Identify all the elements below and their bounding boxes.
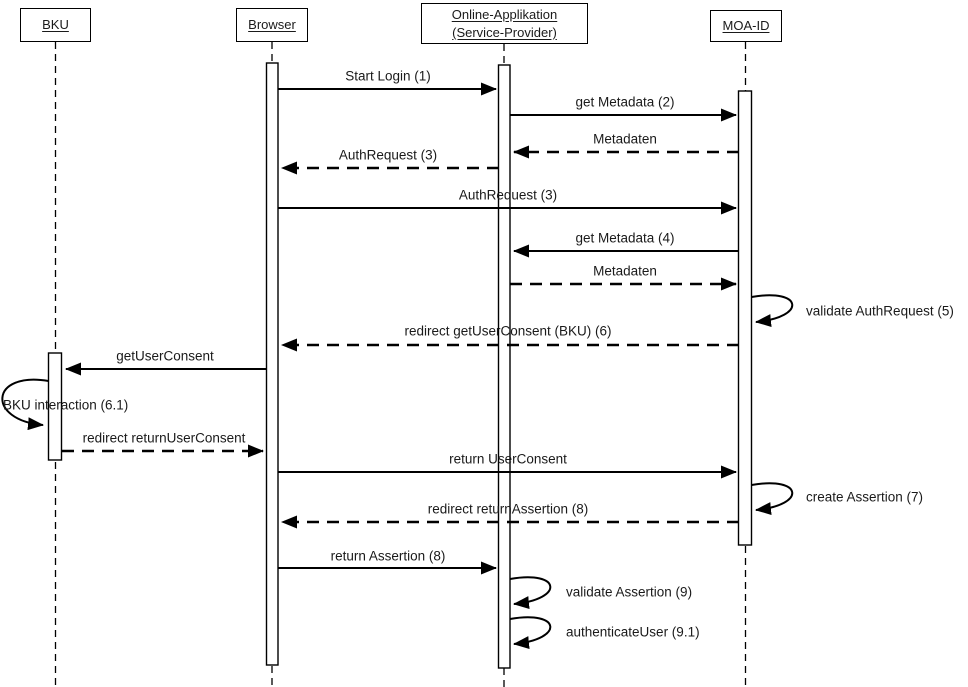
message-label-validate-authrequest: validate AuthRequest (5): [806, 303, 954, 319]
actor-box-moa-id: MOA-ID: [710, 10, 782, 42]
activation-bar-browser: [265, 62, 279, 666]
message-label-return-assertion: return Assertion (8): [330, 548, 446, 564]
message-arrows: [1, 82, 794, 649]
message-label-redirect-returnuserconsent: redirect returnUserConsent: [82, 430, 246, 446]
actor-label-moa-id: MOA-ID: [722, 18, 770, 34]
activation-bar-moa-id: [737, 90, 753, 546]
self-loop-validate-assertion: [509, 576, 552, 609]
activation-bar-bku: [47, 352, 63, 461]
message-label-get-metadata-2: get Metadata (2): [575, 94, 675, 110]
message-label-authenticateuser: authenticateUser (9.1): [566, 624, 700, 640]
activation-bars: [47, 62, 753, 669]
message-label-metadaten-1: Metadaten: [593, 131, 657, 147]
actor-label-browser: Browser: [248, 17, 296, 33]
actor-box-bku: BKU: [20, 8, 91, 42]
actor-label-bku: BKU: [42, 17, 69, 33]
message-label-return-userconsent: return UserConsent: [449, 451, 567, 467]
message-label-validate-assertion: validate Assertion (9): [566, 584, 693, 600]
message-label-getuserconsent: getUserConsent: [116, 348, 214, 364]
message-label-get-metadata-4: get Metadata (4): [575, 230, 675, 246]
actor-box-browser: Browser: [236, 8, 308, 42]
self-loop-validate-authrequest: [751, 294, 794, 327]
actor-box-online-applikation: Online-Applikation (Service-Provider): [421, 3, 588, 44]
self-loop-authenticateuser: [509, 616, 552, 649]
activation-bar-online-applikation: [497, 64, 511, 669]
actor-label-online-applikation: Online-Applikation (Service-Provider): [451, 6, 558, 40]
self-loop-create-assertion: [751, 482, 794, 515]
message-label-redirect-returnassertion: redirect returnAssertion (8): [427, 501, 589, 517]
message-label-redirect-getuserconsent: redirect getUserConsent (BKU) (6): [404, 323, 612, 339]
message-label-create-assertion: create Assertion (7): [806, 489, 924, 505]
message-label-start-login: Start Login (1): [345, 68, 431, 84]
message-label-metadaten-2: Metadaten: [593, 263, 657, 279]
self-loop-bku-interaction: [1, 378, 49, 431]
message-label-bku-interaction: BKU interaction (6.1): [3, 397, 129, 413]
message-label-authrequest-forward: AuthRequest (3): [458, 187, 558, 203]
message-label-authrequest-return: AuthRequest (3): [338, 147, 438, 163]
